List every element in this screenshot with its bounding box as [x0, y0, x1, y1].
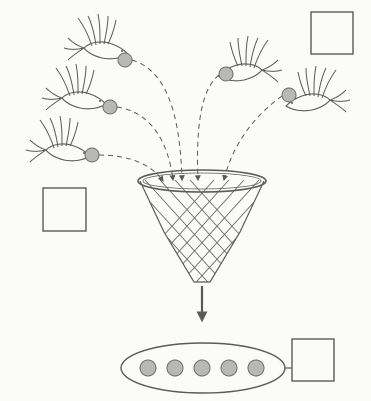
ball-icon	[85, 148, 99, 162]
dove-icon	[286, 66, 350, 112]
trajectory-line	[224, 96, 282, 180]
ball-icon	[248, 360, 264, 376]
trajectory-line	[132, 60, 182, 180]
ball-icon	[103, 100, 117, 114]
ball-icon	[221, 360, 237, 376]
ball-icon	[194, 360, 210, 376]
ball-icon	[140, 360, 156, 376]
trajectory-line	[99, 155, 163, 181]
ball-icon	[118, 53, 132, 67]
dove-icon	[26, 116, 90, 162]
ball-icon	[167, 360, 183, 376]
ball-icon	[219, 67, 233, 81]
answer-box-top-right[interactable]	[311, 12, 353, 54]
dove-icon	[64, 14, 128, 60]
ball-icon	[282, 88, 296, 102]
trajectory-line	[198, 75, 219, 180]
answer-box-bottom-right[interactable]	[292, 339, 334, 381]
basket-icon	[85, 170, 319, 290]
answer-box-left[interactable]	[43, 188, 86, 231]
dove-icon	[42, 64, 106, 110]
trajectory-line	[117, 107, 173, 180]
